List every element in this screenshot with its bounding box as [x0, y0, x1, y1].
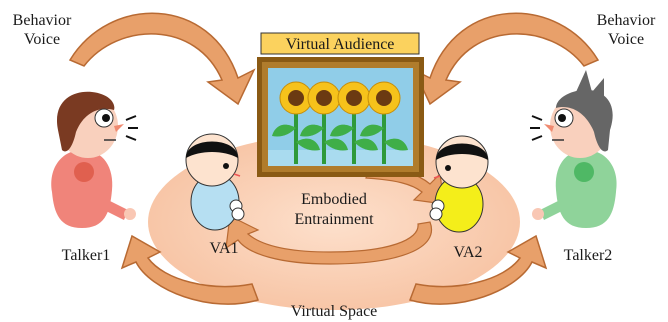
talker2-figure	[530, 70, 617, 228]
va1-figure	[185, 133, 245, 231]
embodied-label: Embodied	[301, 191, 367, 208]
sunflower-audience	[272, 81, 408, 164]
arrow-bottom-right	[409, 234, 548, 305]
entrainment-label: Entrainment	[294, 211, 374, 228]
va2-figure	[429, 135, 489, 233]
virtual-space-label: Virtual Space	[291, 303, 378, 320]
arrow-inner-loop	[225, 215, 433, 265]
va2-label: VA2	[453, 244, 482, 261]
arrow-top-right	[412, 12, 600, 106]
arrow-bottom-left	[120, 234, 259, 305]
voice-label-left: Voice	[24, 31, 60, 48]
talker1-figure	[51, 91, 138, 228]
behavior-label-left: Behavior	[13, 12, 72, 29]
behavior-label-right: Behavior	[597, 12, 656, 29]
talker2-label: Talker2	[564, 247, 613, 264]
va1-label: VA1	[209, 240, 238, 257]
virtual-audience-label-box	[260, 32, 420, 55]
arrow-top-left	[68, 12, 256, 106]
voice-label-right: Voice	[608, 31, 644, 48]
talker1-label: Talker1	[62, 247, 111, 264]
virtual-audience-label: Virtual Audience	[286, 36, 395, 53]
virtual-space-area	[148, 134, 520, 310]
